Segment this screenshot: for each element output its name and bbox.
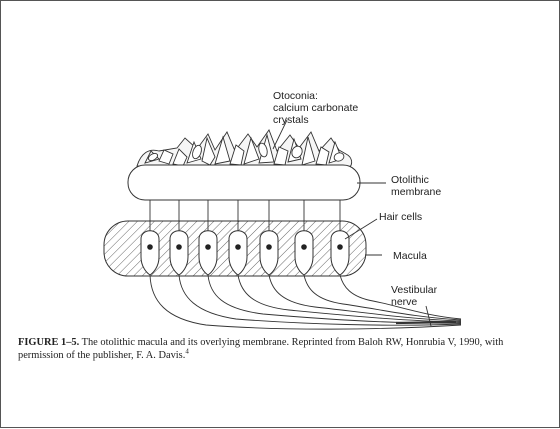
otoconia-crystals [137,130,352,167]
hair-cell [229,231,247,275]
vestibular-nerve-label: Vestibular nerve [391,284,440,308]
hair-cell [295,231,313,275]
hair-cell [260,231,278,275]
otoconia-label: Otoconia: calcium carbonate crystals [273,90,361,126]
figure-label: FIGURE 1–5. [18,337,79,348]
hair-cell [170,231,188,275]
footnote-marker: 4 [185,348,189,356]
hair-cells-label: Hair cells [379,211,422,223]
hair-cell [141,231,159,275]
caption-text: The otolithic macula and its overlying m… [18,337,503,361]
hair-cell [199,231,217,275]
figure-caption: FIGURE 1–5. The otolithic macula and its… [18,336,548,362]
otolithic-membrane [128,165,360,200]
macula-label: Macula [393,250,427,262]
otolithic-membrane-label: Otolithic membrane [391,174,441,198]
hair-cell [331,231,349,275]
